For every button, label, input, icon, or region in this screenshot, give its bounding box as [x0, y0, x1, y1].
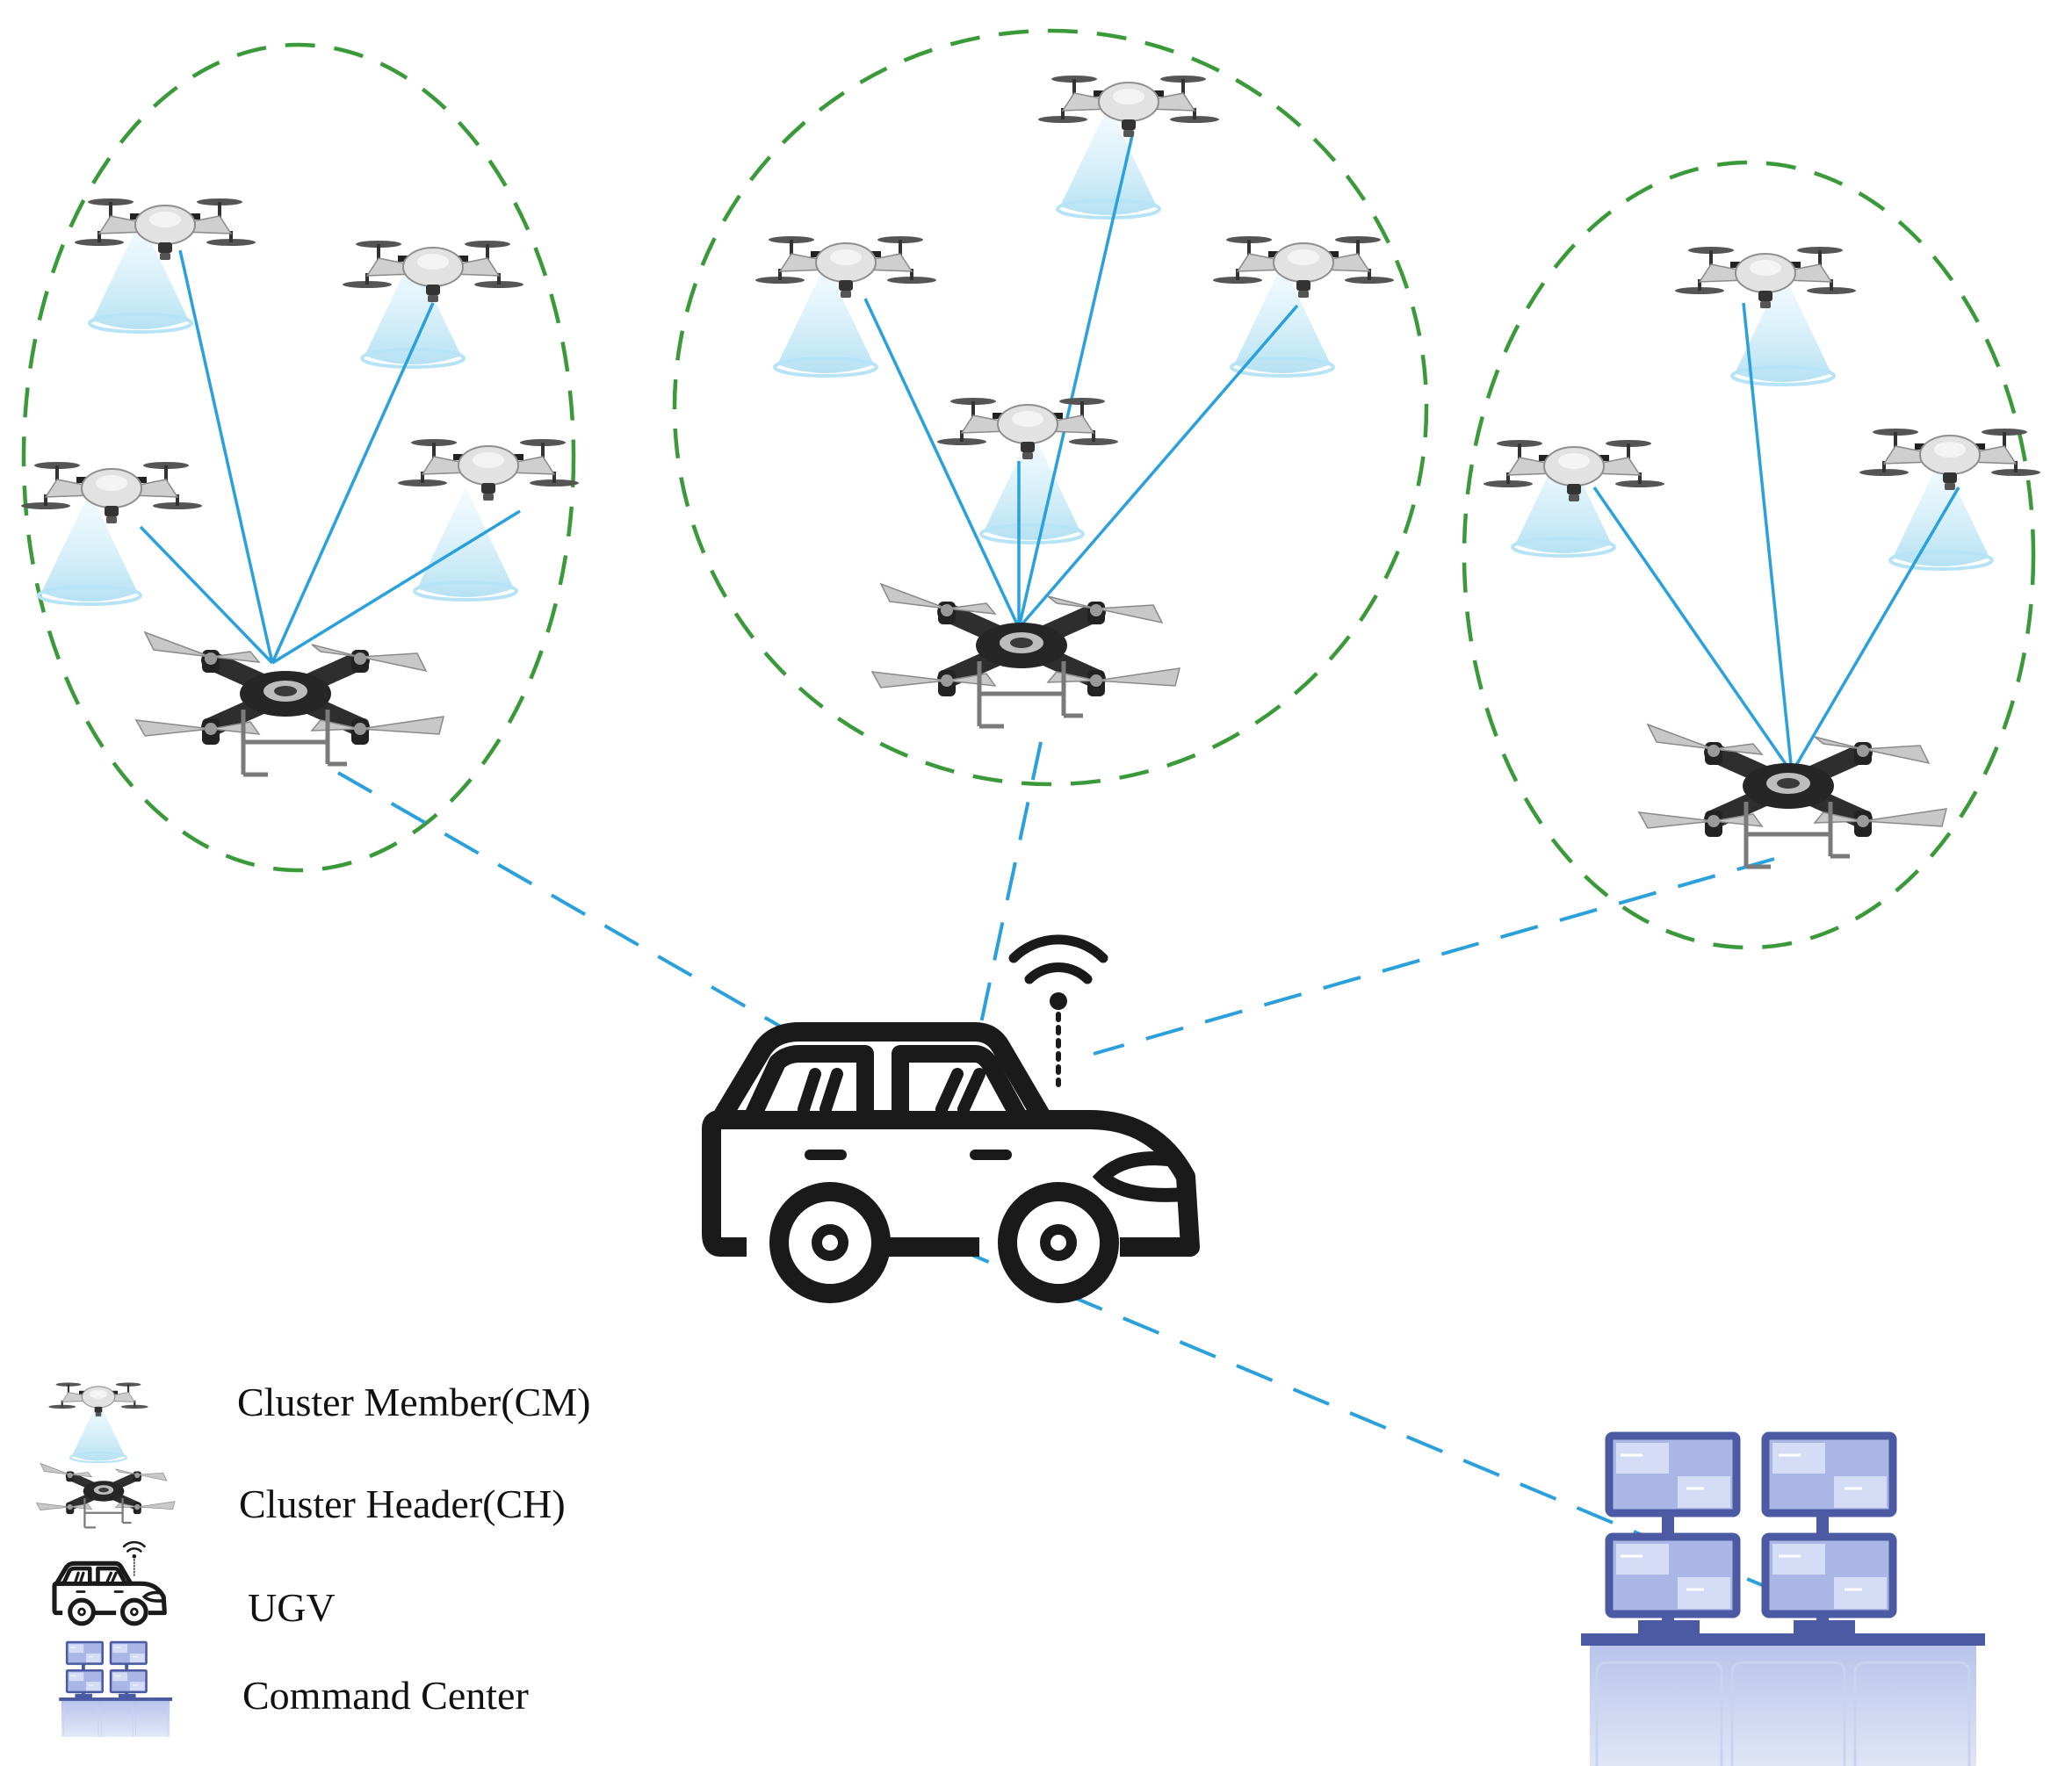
legend-label-ch: Cluster Header(CH) [239, 1481, 566, 1526]
cm-drone-icon [341, 239, 525, 304]
cm-drone-icon [19, 460, 204, 525]
legend-item-cm: Cluster Member(CM) [47, 1380, 590, 1464]
legend-item-ch: Cluster Header(CH) [36, 1464, 566, 1528]
cluster-header-drone-icon [36, 1464, 175, 1528]
cluster-member-drone-icon [47, 1381, 149, 1418]
ugv-car-icon [54, 1542, 164, 1624]
cluster-boundary-2 [672, 28, 1429, 787]
command-center-icon [57, 1640, 174, 1739]
cm-drone-icon [1036, 74, 1221, 139]
legend-item-command-center: Command Center [57, 1640, 529, 1739]
cm-ch-links [139, 131, 1960, 774]
ch-drone-icon [1639, 724, 1946, 867]
legend-label-command-center: Command Center [242, 1673, 529, 1718]
legend: Cluster Member(CM) Cluster Header(CH) UG… [36, 1380, 590, 1739]
cm-drone-icon [396, 437, 581, 502]
legend-label-cm: Cluster Member(CM) [237, 1380, 590, 1424]
cm-drone-icon [1673, 245, 1858, 310]
cm-drone-icon [1858, 427, 2042, 492]
legend-item-ugv: UGV [54, 1542, 336, 1630]
cluster-member-drones [19, 74, 2042, 525]
cm-drone-icon [73, 197, 257, 262]
cm-drone-icon [1482, 438, 1666, 503]
legend-label-ugv: UGV [248, 1585, 336, 1630]
cm-drone-icon [1211, 234, 1396, 299]
cm-drone-icon [754, 234, 938, 299]
command-center-icon [1581, 1436, 1985, 1766]
cluster-boundary-1 [21, 42, 576, 873]
ch-drone-icon [872, 584, 1180, 726]
cluster-header-drones [136, 584, 1946, 867]
cm-drone-icon [935, 396, 1120, 461]
cluster-boundary-3 [1462, 160, 2036, 950]
ch-ugv-links [337, 741, 1775, 1591]
ugv-car-icon [711, 940, 1190, 1294]
